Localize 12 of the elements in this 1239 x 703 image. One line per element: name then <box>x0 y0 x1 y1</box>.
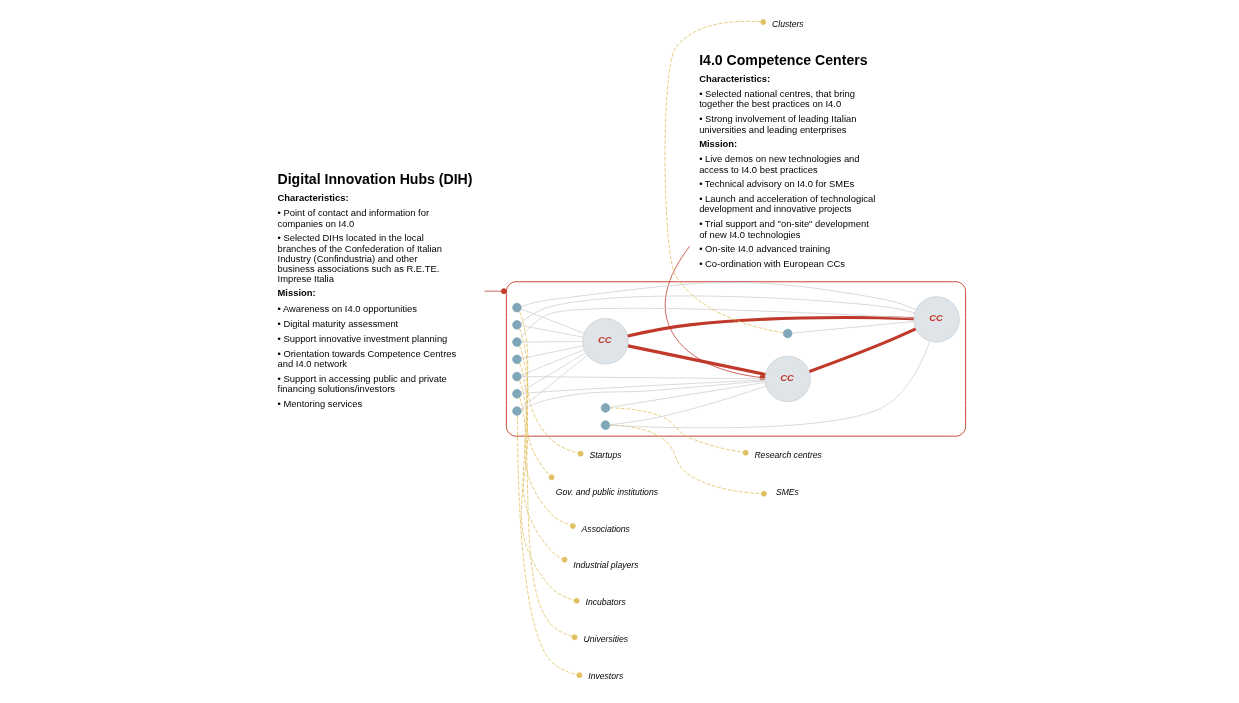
node-text: SMEs <box>775 486 799 497</box>
node-text: Universities <box>583 634 628 645</box>
node-text: Associations <box>581 523 630 534</box>
node-text: Investors <box>587 670 623 681</box>
node-text: Digital Innovation Hubs (DIH) Characteristics: • Point of contact and information for companies on I4.0 • Selected DIHs located in the local branches of the Confederation of Italian Industry (Confindustria) and other business associations such as R.E.TE. Imprese Italia Mission: • Awareness on I4.0 opportunities • Digital maturity assessment • Support innovative investment planning • Orientation towards Competence Centres and I4.0 network • Support in accessing public and private financing solutions/investors • Mentoring services <box>277 171 472 409</box>
node-text: Research centres <box>753 449 822 460</box>
node-text: Clusters <box>771 18 804 29</box>
node-text: Startups <box>588 449 621 460</box>
node-text: I4.0 Competence Centers Characteristics: • Selected national centres, that bring together the best practices on I4.0 • Strong involvement of leading Italian universities and leading enterprises Mission: • Live demos on new technologies and access to I4.0 best practices • Technical advisory on I4.0 for SMEs • Launch and acceleration of technological development and innovative projects • Trial support and "on-site" development of new I4.0 technologies • On-site I4.0 advanced training • Co-ordination with European CCs <box>698 51 875 270</box>
node-text: Incubators <box>585 597 626 608</box>
node-text: Industrial players <box>572 560 638 571</box>
node-text: Gov. and public institutions <box>555 486 658 497</box>
